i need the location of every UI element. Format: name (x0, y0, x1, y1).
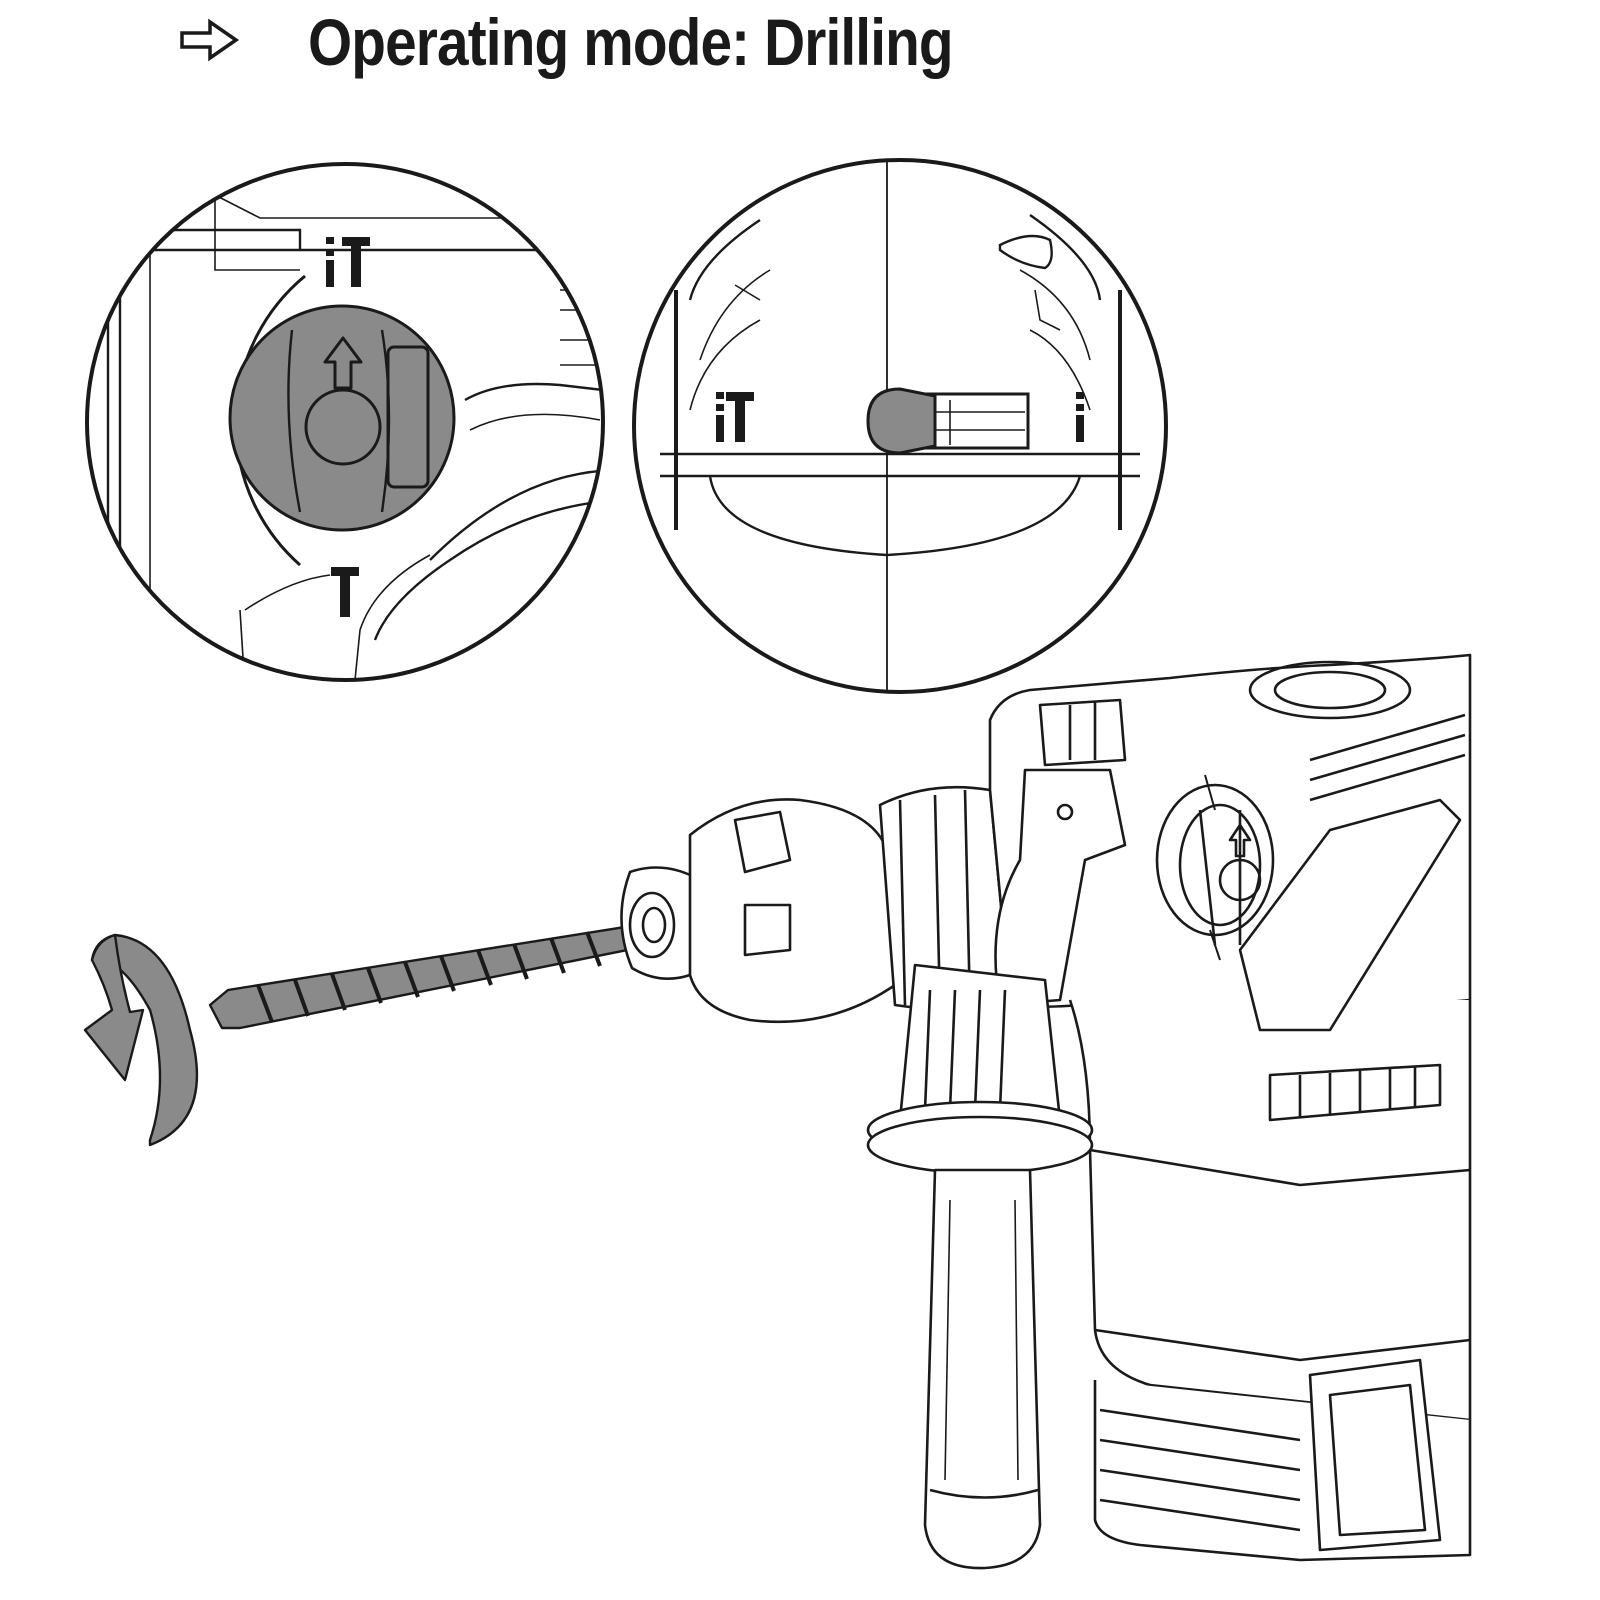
header: Operating mode: Drilling (0, 0, 1600, 95)
mode-selector-dial-detail (85, 162, 605, 682)
hammer-symbol (331, 567, 359, 617)
drill-hammer-symbol (326, 237, 370, 287)
page-title: Operating mode: Drilling (308, 5, 954, 79)
drill-symbol (1076, 392, 1084, 442)
mode-lock-lever-detail (632, 158, 1168, 694)
hollow-right-arrow-icon (180, 18, 240, 62)
drill-hammer-symbol (716, 392, 754, 442)
rotary-hammer-drill (620, 653, 1472, 1570)
rotation-direction-arrow-icon (83, 933, 199, 1147)
drill-bit (208, 921, 664, 1030)
